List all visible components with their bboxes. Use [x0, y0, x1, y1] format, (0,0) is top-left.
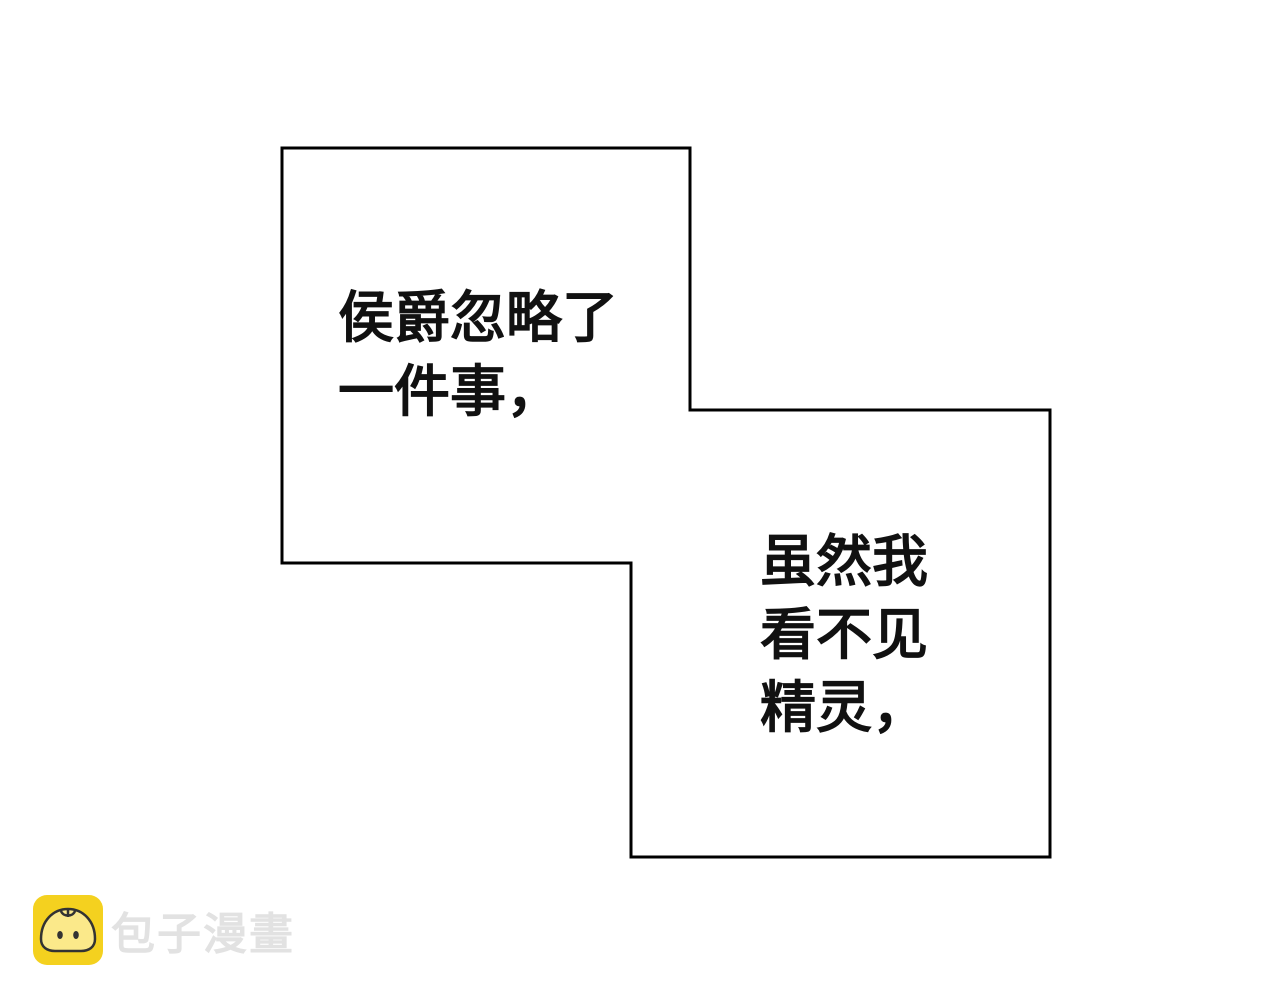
caption-b-line-2: 看不见: [760, 603, 928, 668]
caption-b-line-1: 虽然我: [760, 530, 928, 595]
caption-panel-b: 虽然我 看不见 精灵，: [760, 526, 928, 745]
caption-b-line-3: 精灵，: [760, 676, 928, 741]
caption-panel-a: 侯爵忽略了 一件事，: [338, 282, 618, 430]
caption-a-line-1: 侯爵忽略了: [338, 286, 618, 351]
watermark: 包子漫畫: [33, 895, 295, 965]
bun-logo-icon: [33, 895, 103, 965]
caption-a-line-2: 一件事，: [338, 360, 562, 425]
panel-a-border: [280, 146, 1052, 859]
watermark-text: 包子漫畫: [111, 909, 295, 960]
